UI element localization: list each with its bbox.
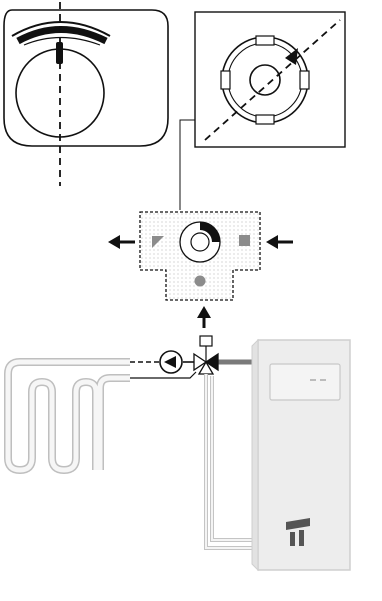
return-pipes: [130, 371, 258, 550]
flow-up-arrow-icon: [197, 306, 211, 328]
detail-rotation-arrow-icon: [285, 48, 298, 65]
three-way-mixing-valve: [139, 211, 261, 301]
valve-segment-indicator: [200, 222, 220, 242]
detail-zoom-box: [194, 11, 346, 148]
port-marker-triangle: [152, 236, 164, 248]
valve-actuator-box: [199, 335, 213, 347]
underfloor-heating-coil: [4, 358, 130, 474]
actuator-scale-band: [11, 21, 111, 46]
pump-icon: [159, 350, 183, 374]
zoom-leader-line: [179, 119, 195, 210]
valve-rotor-outline: [220, 35, 310, 125]
port-marker-square: [239, 235, 250, 246]
flow-right-arrow-icon: [266, 235, 293, 249]
flow-left-arrow-icon: [108, 235, 135, 249]
boiler: [251, 338, 351, 572]
detail-axis-line: [204, 19, 341, 141]
boiler-logo-icon: [286, 518, 310, 546]
port-marker-circle: [194, 275, 206, 287]
three-way-valve-symbol: [193, 335, 219, 375]
boiler-control-panel: [269, 363, 341, 401]
